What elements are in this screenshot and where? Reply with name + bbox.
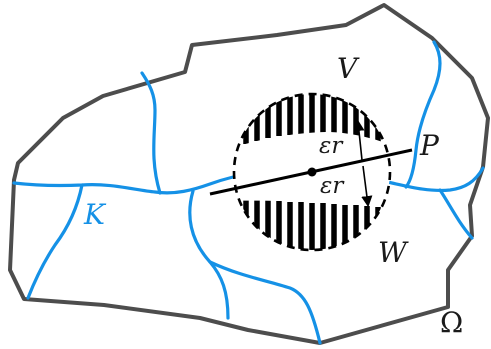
center-point bbox=[307, 167, 317, 177]
label-p: P bbox=[419, 129, 440, 162]
eps-arrow-up bbox=[353, 119, 365, 161]
mesh-edge-right-top bbox=[404, 40, 442, 189]
label-v: V bbox=[337, 52, 360, 85]
label-eps-r-bottom: εr bbox=[320, 173, 345, 199]
mesh-edge-right-lower bbox=[438, 188, 474, 240]
mesh-edge-left-top bbox=[140, 71, 162, 195]
mesh-edge-lower-horizontal bbox=[208, 260, 322, 345]
ball-boundary bbox=[232, 92, 392, 252]
eps-arrow-down bbox=[361, 165, 373, 208]
label-eps-r-top: εr bbox=[319, 133, 344, 159]
label-k: K bbox=[83, 198, 107, 231]
mesh-edge-center-lower bbox=[188, 189, 230, 320]
mesh-edge-k-left bbox=[26, 183, 84, 300]
mesh-edges bbox=[12, 40, 485, 345]
domain-boundary bbox=[8, 3, 490, 345]
label-w: W bbox=[378, 236, 409, 269]
label-omega: Ω bbox=[440, 306, 463, 339]
